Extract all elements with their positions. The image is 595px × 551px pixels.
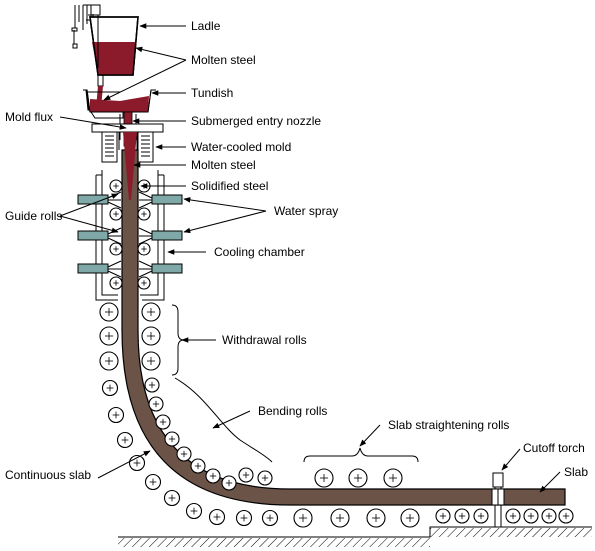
roll (190, 458, 206, 474)
label-slab: Slab (564, 465, 588, 479)
water-spray-blocks (77, 191, 183, 278)
roll (137, 242, 151, 256)
tundish (83, 89, 156, 119)
label-molten-steel-top: Molten steel (191, 53, 256, 67)
roll (109, 207, 123, 221)
roll (473, 508, 489, 524)
roll (257, 470, 273, 486)
molten-core (123, 132, 137, 200)
label-ladle: Ladle (191, 19, 221, 33)
roll (221, 475, 237, 491)
roll (523, 508, 539, 524)
roll (144, 473, 162, 491)
roll (99, 302, 119, 322)
roll (366, 508, 386, 528)
roll (141, 302, 161, 322)
roll (109, 276, 123, 290)
roll (400, 508, 420, 528)
roll (164, 431, 180, 447)
roll (163, 489, 181, 507)
roll (141, 326, 161, 346)
roll (383, 468, 403, 488)
roll (144, 377, 160, 393)
label-withdrawal-rolls: Withdrawal rolls (222, 333, 307, 347)
label-water-cooled-mold: Water-cooled mold (191, 140, 291, 154)
braces (171, 304, 419, 463)
roll (176, 446, 192, 462)
roll (185, 502, 203, 520)
roll (261, 509, 279, 527)
label-bending-rolls: Bending rolls (258, 404, 327, 418)
roll (99, 351, 119, 371)
roll (107, 406, 125, 424)
leader-lines (59, 23, 561, 493)
roll (348, 468, 368, 488)
roll (99, 326, 119, 346)
roll (101, 379, 119, 397)
roll (505, 508, 521, 524)
ladle (71, 4, 139, 87)
label-submerged-entry-nozzle: Submerged entry nozzle (191, 114, 321, 128)
roll (558, 508, 574, 524)
roll (435, 508, 451, 524)
label-continuous-slab: Continuous slab (5, 468, 91, 482)
roll (238, 467, 254, 483)
cooling-chamber (95, 170, 165, 301)
label-slab-straightening-rolls: Slab straightening rolls (388, 418, 509, 432)
ground (118, 526, 592, 547)
roll (109, 179, 123, 193)
roll (314, 468, 334, 488)
label-cutoff-torch: Cutoff torch (523, 441, 585, 455)
label-water-spray: Water spray (274, 204, 338, 218)
label-cooling-chamber: Cooling chamber (214, 245, 305, 259)
roll (235, 509, 253, 527)
rolls-group (99, 179, 574, 528)
label-molten-steel-mold: Molten steel (191, 158, 256, 172)
roll (155, 414, 171, 430)
roll (141, 351, 161, 371)
water-cooled-mold (91, 123, 164, 163)
roll (330, 508, 350, 528)
roll (148, 396, 164, 412)
label-guide-rolls: Guide rolls (5, 209, 62, 223)
roll (137, 276, 151, 290)
cutoff-torch (491, 472, 505, 528)
roll (208, 508, 226, 526)
roll (541, 508, 557, 524)
roll (293, 508, 313, 528)
roll (137, 207, 151, 221)
roll (116, 431, 134, 449)
roll (454, 508, 470, 524)
label-mold-flux: Mold flux (5, 110, 53, 124)
label-tundish: Tundish (191, 86, 233, 100)
roll (109, 242, 123, 256)
roll (205, 468, 221, 484)
label-solidified-steel: Solidified steel (191, 179, 268, 193)
